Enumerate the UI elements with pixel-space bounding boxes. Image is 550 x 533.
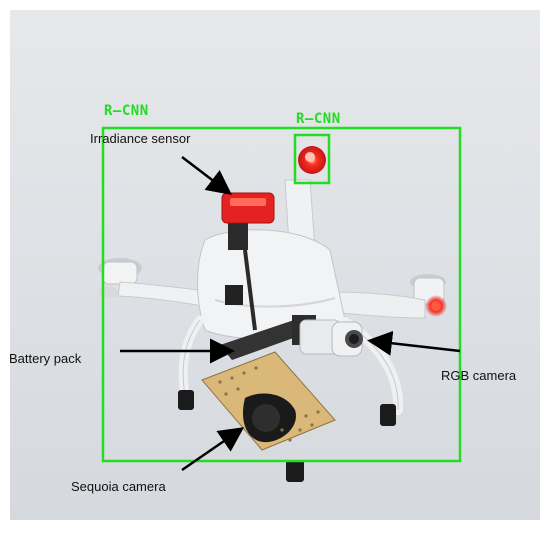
irradiance-sensor-mount: [228, 215, 248, 250]
sequoia-camera-label: Sequoia camera: [71, 479, 166, 494]
detection-label-drone: R–CNN: [104, 103, 149, 119]
rgb-arrow: [367, 330, 461, 356]
detection-box-light: [293, 133, 331, 185]
left-motor: [98, 258, 142, 298]
foot: [178, 390, 194, 410]
foot: [380, 404, 396, 426]
foot: [286, 460, 304, 482]
right-arm: [329, 291, 426, 319]
detection-label-light: R–CNN: [296, 111, 341, 127]
sequoia-arrow: [181, 427, 245, 472]
sequoia-camera: [201, 351, 336, 451]
battery-pack-label: Battery pack: [9, 351, 82, 366]
irradiance-sensor: [221, 192, 275, 224]
irradiance-arrow: [181, 156, 232, 196]
detection-box-drone: [101, 126, 462, 463]
irradiance-sensor-label: Irradiance sensor: [90, 131, 191, 146]
rgb-camera: [299, 319, 363, 357]
battery-pack: [220, 318, 310, 360]
rgb-camera-label: RGB camera: [441, 368, 517, 383]
